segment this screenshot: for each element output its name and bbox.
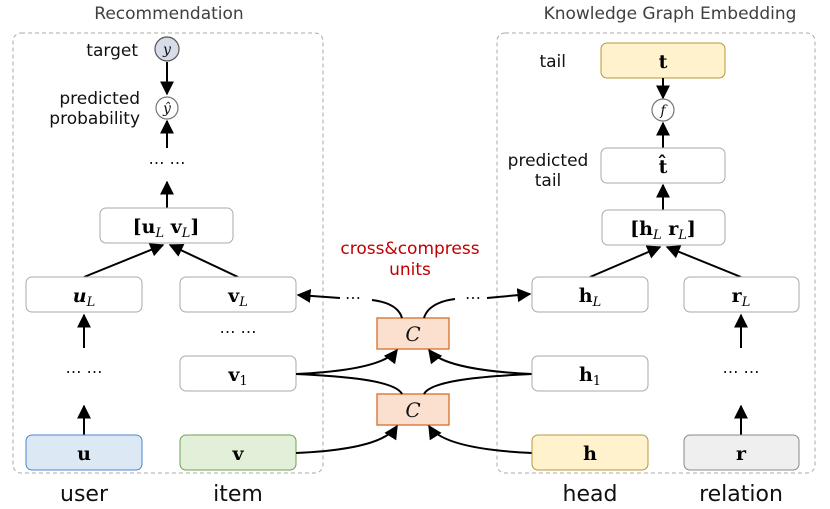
edge-h-to-C-bottom [428,424,533,454]
h1-text: h1 [579,364,601,389]
predicted-probability-label-line1: predicted [59,89,140,109]
user-box [25,434,143,471]
predicted-probability-node [155,96,179,120]
edge-h1-from-C-bottom [423,373,533,395]
edge-C-top-right-out [423,298,456,319]
ellipsis-user-side: ⋯ ⋯ [65,362,102,381]
concat-hr-box [601,209,726,246]
predicted-probability-label-line2: probability [49,109,140,129]
score-function-symbol: f [659,103,668,119]
arrow-hL-to-concat [589,245,662,278]
cross-compress-unit-bottom-symbol: C [405,398,420,422]
user-symbol: u [77,443,91,465]
arrow-to-hL [486,288,532,303]
target-symbol: y [162,42,172,58]
head-symbol: h [583,443,597,465]
h1-box [531,355,649,392]
predicted-tail-label-line1: predicted [508,151,589,171]
edge-h1-to-C-top [428,348,533,375]
cross-compress-label-line1: cross&compress [340,239,479,259]
ellipsis-C-right: ⋯ [465,288,481,307]
predicted-tail-symbol: t̂ [658,154,668,178]
relation-box [683,434,800,471]
head-label: head [563,482,618,507]
head-box [531,434,649,471]
ellipsis-item-side: ⋯ ⋯ [219,322,256,341]
relation-label: relation [699,482,783,507]
arrow-rL-to-concat [665,245,742,278]
uL-text: uL [73,285,95,310]
vL-box [179,276,297,313]
hL-text: hL [579,285,601,310]
target-node [154,36,180,62]
uL-box [25,276,143,313]
predicted-tail-label-line2: tail [535,171,562,191]
item-symbol: v [231,443,244,465]
recommendation-panel [12,32,324,474]
kge-title: Knowledge Graph Embedding [544,4,797,24]
tail-label: tail [539,52,566,72]
predicted-tail-box [600,147,726,184]
edge-v1-from-C-bottom [295,373,403,395]
ellipsis-relation-side: ⋯ ⋯ [722,362,759,381]
hL-box [531,276,649,313]
edge-v-to-C-bottom [295,424,398,454]
recommendation-title: Recommendation [94,4,243,24]
predicted-probability-symbol: ŷ [162,100,172,117]
concat-hr-text: [hL rL] [630,218,696,243]
concat-uv-text: [uL vL] [133,216,200,241]
cross-compress-label-line2: units [389,260,431,280]
ellipsis-upper-left: ⋯ ⋯ [148,153,185,172]
score-function-node [651,98,675,122]
cross-compress-unit-top [376,317,450,350]
edge-C-top-left-out [371,299,403,319]
rL-text: rL [732,285,751,310]
edge-v1-to-C-top [295,348,398,375]
rL-box [683,276,800,313]
v1-text: v1 [227,364,247,389]
tail-symbol: t [659,51,668,73]
arrow-uL-to-concat [83,243,165,278]
vL-text: vL [227,285,248,310]
target-label: target [86,41,138,61]
user-label: user [60,482,109,507]
cross-compress-unit-bottom [376,393,450,426]
relation-symbol: r [736,443,747,465]
ellipsis-C-left: ⋯ [345,288,361,307]
cross-compress-unit-top-symbol: C [405,322,420,346]
item-label: item [213,482,263,507]
concat-uv-box [99,207,234,244]
kge-panel [496,32,816,474]
arrow-vL-to-concat [168,244,239,278]
arrow-to-vL [296,288,341,303]
